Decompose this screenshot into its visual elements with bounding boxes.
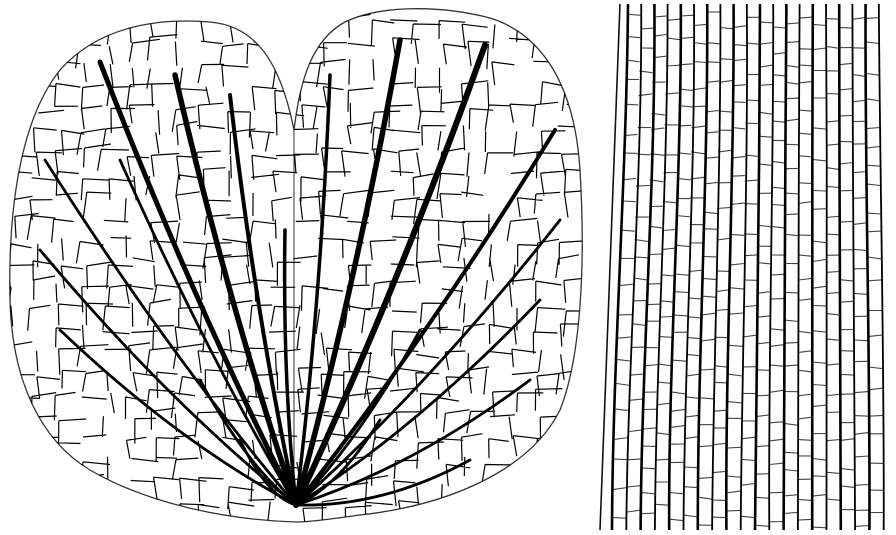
longitudinal-vein bbox=[812, 4, 813, 530]
longitudinal-vein bbox=[826, 4, 827, 530]
longitudinal-vein bbox=[839, 4, 841, 530]
